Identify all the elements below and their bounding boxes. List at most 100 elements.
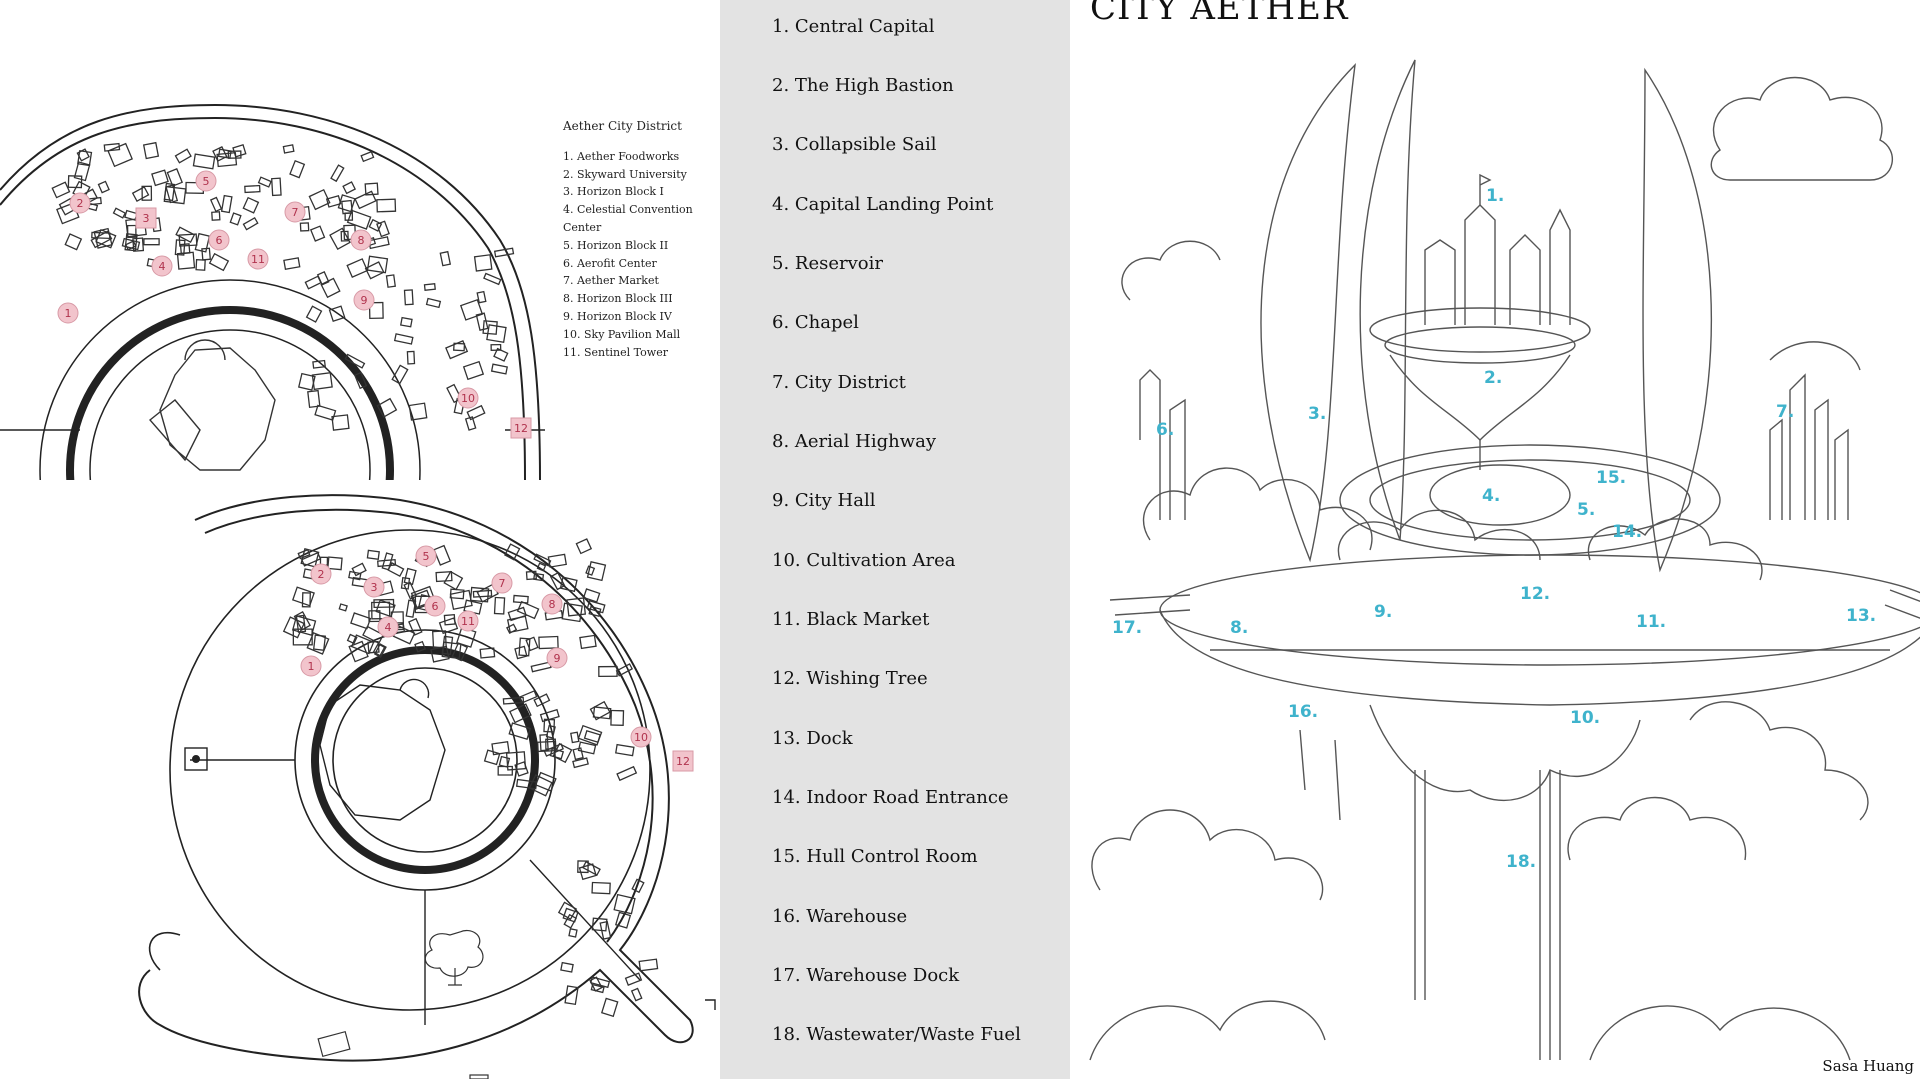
building-block	[502, 696, 525, 705]
building-block	[124, 233, 138, 252]
district-marker	[353, 289, 375, 311]
district-marker-label: 4	[159, 260, 166, 273]
building-block	[615, 663, 634, 677]
callout-11: 11.	[1636, 612, 1667, 632]
building-block	[403, 289, 414, 306]
building-block	[525, 636, 539, 652]
district-marker	[284, 201, 306, 223]
building-block	[175, 226, 196, 243]
building-block	[473, 254, 493, 272]
building-block	[176, 251, 196, 270]
building-block	[493, 347, 509, 362]
building-block	[257, 176, 272, 188]
building-block	[364, 182, 379, 196]
building-block	[73, 161, 91, 182]
building-block	[242, 216, 259, 231]
building-block	[174, 239, 186, 256]
district-marker-label: 3	[371, 581, 378, 594]
legend-item-central-capital: 1. Central Capital	[772, 16, 935, 37]
building-block	[103, 142, 121, 152]
building-block	[360, 150, 375, 163]
building-block	[561, 602, 583, 623]
building-block	[586, 599, 606, 614]
building-block	[493, 247, 515, 258]
building-block	[582, 860, 601, 877]
building-block	[579, 634, 597, 650]
building-block	[346, 258, 369, 278]
district-marker-label: 9	[361, 294, 368, 307]
building-block	[462, 360, 485, 381]
building-block	[439, 250, 452, 267]
legend-item-wishing-tree: 12. Wishing Tree	[772, 668, 928, 689]
legend-item-dock: 13. Dock	[772, 728, 853, 749]
building-block	[539, 708, 560, 723]
building-block	[295, 614, 307, 633]
building-block	[351, 562, 367, 577]
district-marker-label: 2	[318, 568, 325, 581]
building-block	[564, 985, 579, 1006]
district-marker	[300, 655, 322, 677]
building-block	[350, 634, 375, 655]
building-block	[483, 272, 502, 286]
district-marker	[57, 302, 79, 324]
building-block	[483, 749, 501, 766]
building-block	[536, 562, 547, 572]
district-legend-item: 8. Horizon Block III	[563, 292, 673, 306]
building-block	[327, 556, 343, 571]
building-block	[220, 194, 233, 214]
callout-7: 7.	[1776, 402, 1795, 422]
building-block	[472, 589, 493, 598]
district-legend-item: 7. Aether Market	[563, 274, 659, 288]
building-block	[201, 247, 211, 261]
building-block	[525, 570, 537, 581]
building-block	[364, 261, 385, 280]
building-block	[387, 562, 405, 578]
building-block	[292, 628, 313, 646]
building-block	[51, 181, 71, 199]
district-marker	[546, 647, 568, 669]
building-block	[475, 312, 489, 331]
building-block	[568, 928, 578, 938]
building-block	[408, 402, 428, 421]
building-block	[466, 404, 486, 421]
legend-item-city-hall: 9. City Hall	[772, 490, 876, 511]
building-block	[599, 920, 612, 940]
building-block	[271, 177, 282, 197]
building-block	[373, 598, 395, 609]
district-marker	[247, 248, 269, 270]
building-block	[518, 690, 538, 704]
building-block	[435, 571, 453, 583]
callout-5: 5.	[1577, 500, 1596, 520]
building-block	[493, 596, 506, 615]
building-block	[376, 220, 390, 238]
building-block	[312, 359, 326, 369]
building-block	[613, 893, 636, 915]
building-block	[304, 275, 322, 290]
building-block	[283, 257, 301, 271]
district-marker	[363, 576, 385, 598]
building-block	[227, 150, 242, 159]
building-block	[586, 561, 607, 582]
callout-6: 6.	[1156, 420, 1175, 440]
building-block	[368, 301, 384, 320]
district-marker-label: 11	[461, 615, 475, 628]
page-title: CITY AETHER	[1090, 0, 1349, 28]
building-block	[217, 148, 232, 159]
building-block	[549, 747, 565, 760]
district-legend-item: 6. Aerofit Center	[563, 256, 657, 270]
district-marker-label: 1	[308, 660, 315, 673]
building-block	[163, 185, 187, 205]
district-marker-label: 5	[203, 175, 210, 188]
building-block	[534, 771, 557, 792]
building-block	[479, 647, 496, 659]
building-block	[449, 588, 465, 600]
callout-1: 1.	[1486, 186, 1505, 206]
building-block	[195, 259, 206, 271]
building-block	[344, 212, 354, 221]
building-block	[342, 181, 357, 195]
building-block	[297, 548, 311, 560]
building-block	[346, 209, 372, 230]
building-block	[107, 142, 133, 168]
district-legend-item: 1. Aether Foodworks	[563, 149, 680, 163]
